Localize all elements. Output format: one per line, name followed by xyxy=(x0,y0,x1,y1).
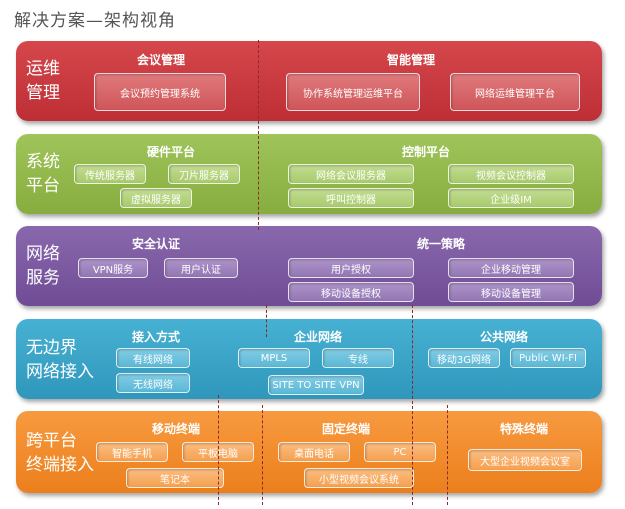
band-label: 系统 平台 xyxy=(26,152,60,196)
box-web-conf-server: 网络会议服务器 xyxy=(288,164,414,184)
box-call-controller: 呼叫控制器 xyxy=(288,188,414,208)
box-enterprise-mobility-mgmt: 企业移动管理 xyxy=(448,258,574,278)
box-blade-server: 刀片服务器 xyxy=(168,164,240,184)
box-laptop: 笔记本 xyxy=(126,468,224,488)
box-user-auth: 用户认证 xyxy=(164,258,238,278)
box-enterprise-im: 企业级IM xyxy=(448,188,574,208)
box-virtual-server: 虚拟服务器 xyxy=(120,188,192,208)
divider-line xyxy=(262,405,263,505)
section-public-network: 公共网络 xyxy=(479,330,528,344)
box-smartphone: 智能手机 xyxy=(96,442,168,462)
box-vpn-service: VPN服务 xyxy=(78,258,148,278)
box-user-authorization: 用户授权 xyxy=(288,258,414,278)
band-operations-management: 运维 管理 会议管理 智能管理 会议预约管理系统 协作系统管理运维平台 网络运维… xyxy=(16,41,602,121)
box-mpls: MPLS xyxy=(238,348,310,368)
box-small-video-conf: 小型视频会议系统 xyxy=(304,468,414,488)
divider-line xyxy=(258,40,259,230)
divider-line xyxy=(218,395,219,505)
box-mobile-device-authorization: 移动设备授权 xyxy=(288,282,414,302)
box-wireless-network: 无线网络 xyxy=(116,373,190,393)
band-system-platform: 系统 平台 硬件平台 控制平台 传统服务器 刀片服务器 虚拟服务器 网络会议服务… xyxy=(16,134,602,214)
box-public-wifi: Public WI-FI xyxy=(510,348,586,368)
band-network-services: 网络 服务 安全认证 统一策略 VPN服务 用户认证 用户授权 企业移动管理 移… xyxy=(16,226,602,306)
band-cross-platform-terminal-access: 跨平台 终端接入 移动终端 固定终端 特殊终端 智能手机 平板电脑 笔记本 桌面… xyxy=(16,411,602,493)
box-video-conf-controller: 视频会议控制器 xyxy=(448,164,574,184)
box-mobile-device-mgmt: 移动设备管理 xyxy=(448,282,574,302)
section-mobile-terminals: 移动终端 xyxy=(151,422,200,436)
band-label: 无边界 网络接入 xyxy=(26,338,94,382)
divider-line xyxy=(266,305,267,337)
section-hardware-platform: 硬件平台 xyxy=(146,145,195,159)
diagram-title: 解决方案—架构视角 xyxy=(14,11,176,31)
box-traditional-server: 传统服务器 xyxy=(74,164,146,184)
section-access-methods: 接入方式 xyxy=(131,330,180,344)
band-label: 跨平台 终端接入 xyxy=(26,431,94,475)
box-desk-phone: 桌面电话 xyxy=(278,442,350,462)
box-large-video-conf-room: 大型企业视频会议室 xyxy=(468,449,582,471)
section-special-terminals: 特殊终端 xyxy=(499,422,548,436)
band-borderless-network-access: 无边界 网络接入 接入方式 企业网络 公共网络 有线网络 无线网络 MPLS 专… xyxy=(16,319,602,399)
section-smart-management: 智能管理 xyxy=(386,53,435,67)
box-meeting-booking-system: 会议预约管理系统 xyxy=(94,73,226,111)
section-enterprise-network: 企业网络 xyxy=(293,330,342,344)
divider-line xyxy=(412,305,413,505)
box-dedicated-line: 专线 xyxy=(322,348,394,368)
box-mobile-3g: 移动3G网络 xyxy=(428,348,500,368)
section-fixed-terminals: 固定终端 xyxy=(321,422,370,436)
section-meeting-management: 会议管理 xyxy=(136,53,185,67)
band-label: 运维 管理 xyxy=(26,59,60,103)
box-site-to-site-vpn: SITE TO SITE VPN xyxy=(268,375,364,395)
section-unified-policy: 统一策略 xyxy=(416,237,465,251)
band-label: 网络 服务 xyxy=(26,244,60,288)
divider-line xyxy=(447,405,448,505)
box-wired-network: 有线网络 xyxy=(116,348,190,368)
section-control-platform: 控制平台 xyxy=(401,145,450,159)
box-pc: PC xyxy=(364,442,436,462)
box-collab-ops-platform: 协作系统管理运维平台 xyxy=(286,73,420,111)
section-security-auth: 安全认证 xyxy=(131,237,180,251)
box-network-ops-platform: 网络运维管理平台 xyxy=(450,73,580,111)
